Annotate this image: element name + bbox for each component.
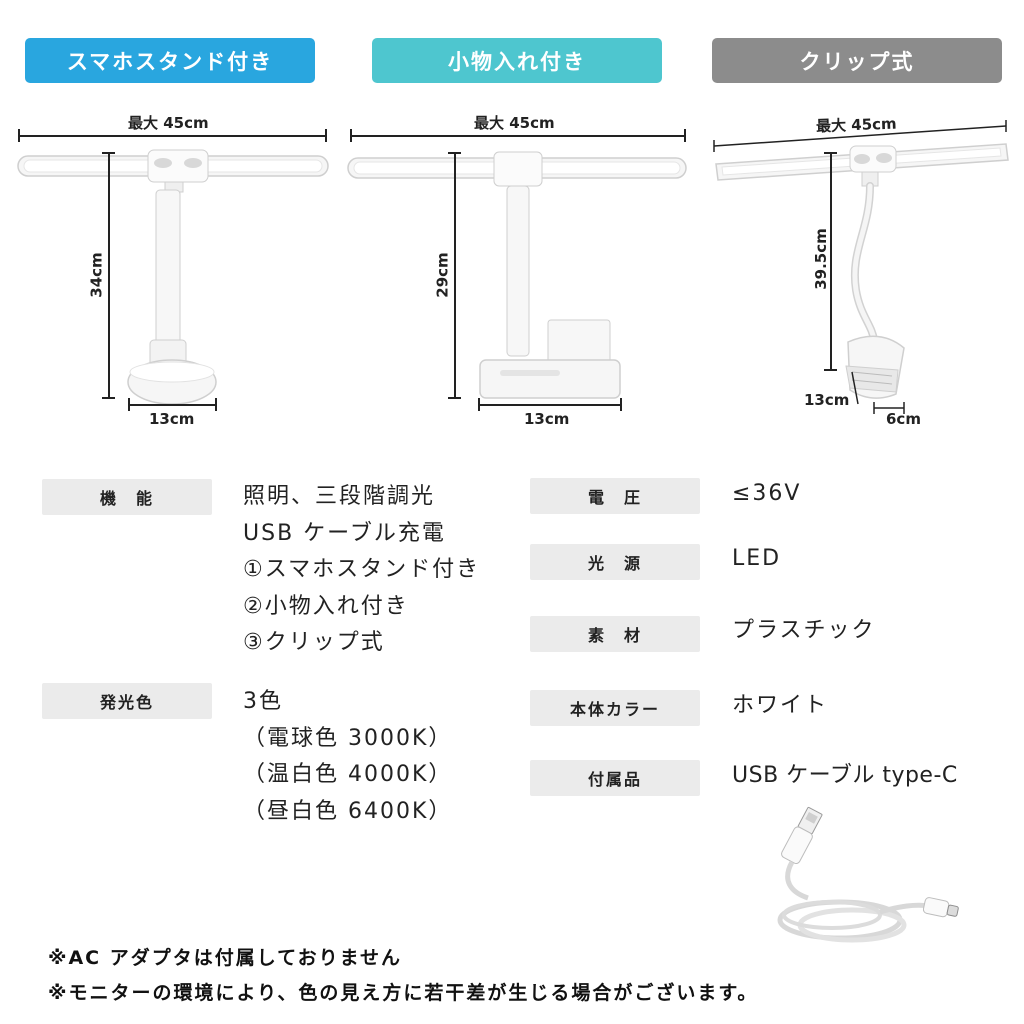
lamp1-base-tick-right bbox=[215, 398, 217, 411]
lamp3-height-line bbox=[830, 152, 832, 370]
note-monitor-color: ※モニターの環境により、色の見え方に若干差が生じる場合がございます。 bbox=[48, 982, 759, 1004]
tag-smartphone-stand: スマホスタンド付き bbox=[25, 38, 315, 83]
lamp2-height-tick-bottom bbox=[448, 397, 461, 399]
spec-value-accessories: USB ケーブル type-C bbox=[732, 763, 958, 788]
lamp2-height-tick-top bbox=[448, 152, 461, 154]
spec-label-accessories: 付属品 bbox=[530, 760, 700, 796]
tag-accessory-tray: 小物入れ付き bbox=[372, 38, 662, 83]
lamp2-illustration bbox=[347, 151, 687, 399]
lamp2-base-tick-left bbox=[478, 398, 480, 411]
spec-light-color-line: （電球色 3000K） bbox=[243, 725, 453, 751]
spec-label-material: 素 材 bbox=[530, 616, 700, 652]
spec-label-voltage: 電 圧 bbox=[530, 478, 700, 514]
lamp1-width-tick-right bbox=[325, 129, 327, 142]
spec-value-light-color: 3色 （電球色 3000K） （温白色 4000K） （昼白色 6400K） bbox=[243, 684, 452, 830]
spec-function-line: ②小物入れ付き bbox=[243, 593, 409, 619]
spec-value-voltage: ≤36V bbox=[732, 481, 802, 506]
lamp2-height-line bbox=[454, 152, 456, 398]
lamp1-base-tick-left bbox=[128, 398, 130, 411]
spec-label-body-color: 本体カラー bbox=[530, 690, 700, 726]
spec-function-line: ①スマホスタンド付き bbox=[243, 557, 481, 582]
lamp1-width-tick-left bbox=[18, 129, 20, 142]
lamp1-height-line bbox=[108, 152, 110, 398]
lamp2-width-label: 最大 45cm bbox=[474, 114, 555, 132]
spec-function-line: 照明、三段階調光 bbox=[243, 484, 436, 509]
lamp1-width-label: 最大 45cm bbox=[128, 114, 209, 132]
tag-clip-type: クリップ式 bbox=[712, 38, 1002, 83]
spec-value-body-color: ホワイト bbox=[732, 693, 829, 718]
lamp3-illustration bbox=[715, 143, 1009, 399]
spec-light-color-line: （温白色 4000K） bbox=[243, 762, 453, 787]
lamp2-width-line bbox=[350, 135, 685, 137]
spec-light-color-line: （昼白色 6400K） bbox=[243, 798, 453, 824]
lamp2-base-line bbox=[478, 404, 621, 406]
lamp1-height-tick-top bbox=[102, 152, 115, 154]
lamp3-clip-width-label: 6cm bbox=[886, 410, 921, 428]
spec-value-function: 照明、三段階調光 USB ケーブル充電 ①スマホスタンド付き ②小物入れ付き ③… bbox=[243, 479, 480, 662]
lamp1-base-label: 13cm bbox=[149, 410, 195, 428]
note-no-ac-adapter: ※AC アダプタは付属しておりません bbox=[48, 947, 403, 969]
lamp2-width-tick-right bbox=[684, 129, 686, 142]
spec-light-color-line: 3色 bbox=[243, 689, 283, 714]
lamp1-illustration bbox=[17, 149, 329, 405]
lamp2-base-tick-right bbox=[620, 398, 622, 411]
lamp1-width-line bbox=[18, 135, 326, 137]
spec-function-line: ③クリップ式 bbox=[243, 630, 385, 655]
lamp2-base-label: 13cm bbox=[524, 410, 570, 428]
spec-label-light-source: 光 源 bbox=[530, 544, 700, 580]
lamp1-height-tick-bottom bbox=[102, 397, 115, 399]
spec-value-material: プラスチック bbox=[732, 618, 876, 643]
lamp2-width-tick-left bbox=[350, 129, 352, 142]
spec-label-function: 機 能 bbox=[42, 479, 212, 515]
lamp3-width-line bbox=[713, 120, 1007, 152]
spec-function-line: USB ケーブル充電 bbox=[243, 520, 446, 546]
spec-label-light-color: 発光色 bbox=[42, 683, 212, 719]
lamp3-height-tick-bottom bbox=[824, 369, 837, 371]
lamp3-height-tick-top bbox=[824, 152, 837, 154]
spec-value-light-source: LED bbox=[732, 546, 782, 571]
lamp3-clip-dims bbox=[851, 371, 905, 414]
lamp1-base-line bbox=[128, 404, 216, 406]
lamp3-clip-depth-label: 13cm bbox=[804, 391, 850, 409]
